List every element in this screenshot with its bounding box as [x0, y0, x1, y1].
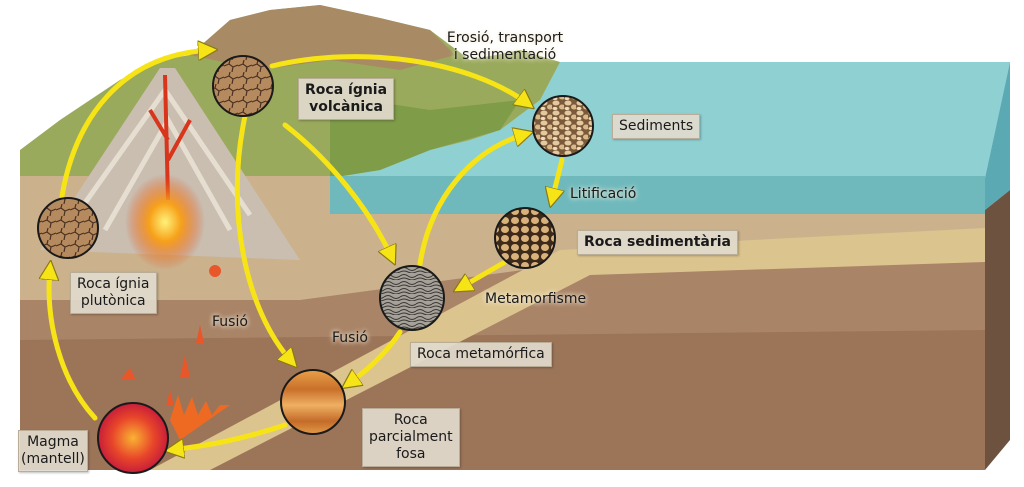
- arrow-partial-melt-to-magma: [172, 422, 288, 450]
- volcano-cone: [40, 68, 300, 260]
- sea-right-edge: [985, 62, 1010, 210]
- magma-chamber: [125, 174, 205, 270]
- sediments-label: Sediments: [612, 114, 701, 139]
- lithification-label: Litificació: [570, 186, 637, 202]
- partial-melt-sample: [280, 369, 346, 435]
- magma-label: Magma (mantell): [18, 430, 88, 472]
- plutonic-label-line1: Roca ígnia: [77, 276, 150, 292]
- arrow-sediments-to-sedimentary: [552, 157, 562, 200]
- arrow-volcanic-to-partial-melt: [234, 113, 292, 362]
- sea-front: [330, 176, 985, 214]
- partial-label-line1: Roca: [393, 412, 428, 428]
- magma-label-line1: Magma: [27, 434, 79, 450]
- fusion-label-right: Fusió: [332, 330, 368, 346]
- flames-on-slab: [170, 395, 230, 440]
- metamorphic-rock-label: Roca metamórfica: [410, 342, 552, 367]
- mountains: [190, 5, 455, 70]
- sedimentary-rock-label: Roca sedimentària: [577, 230, 739, 255]
- right-face: [985, 190, 1010, 470]
- plutonic-label-line2: plutònica: [80, 293, 146, 309]
- metamorphic-rock-sample: [379, 265, 445, 331]
- volcanic-label-line2: volcànica: [309, 99, 383, 115]
- erosion-label: Erosió, transport i sedimentació: [430, 30, 580, 64]
- erosion-label-line1: Erosió, transport: [446, 30, 564, 46]
- sediments-sample: [532, 95, 594, 157]
- sedimentary-rock-sample: [494, 207, 556, 269]
- arrow-metamorphic-to-partial-melt: [348, 329, 403, 384]
- arrow-metamorphic-to-sediments: [417, 134, 526, 267]
- rising-magma-blobs: [120, 265, 222, 406]
- erosion-label-line2: i sedimentació: [453, 47, 557, 63]
- partial-melt-label: Roca parcialment fosa: [362, 408, 460, 467]
- arrow-magma-to-plutonic: [49, 268, 98, 421]
- subducting-slab: [150, 228, 985, 470]
- volcanic-label-line1: Roca ígnia: [305, 82, 388, 98]
- arrow-volcanic-to-metamorphic: [282, 122, 392, 258]
- magma-label-line2: (mantell): [21, 451, 85, 467]
- volcanic-rock-sample: [212, 55, 274, 117]
- plutonic-rock-sample: [37, 197, 99, 259]
- arrow-volcanic-to-sediments: [269, 54, 528, 104]
- volcanic-rock-label: Roca ígnia volcànica: [298, 78, 395, 120]
- partial-label-line2: parcialment: [369, 429, 453, 445]
- metamorphism-label: Metamorfisme: [485, 291, 587, 307]
- fusion-label-left: Fusió: [212, 314, 248, 330]
- partial-label-line3: fosa: [396, 446, 426, 462]
- plutonic-rock-label: Roca ígnia plutònica: [70, 272, 157, 314]
- magma-sample: [97, 402, 169, 474]
- arrow-sedimentary-to-metamorphic: [460, 259, 508, 288]
- arrow-plutonic-to-volcanic: [59, 50, 210, 199]
